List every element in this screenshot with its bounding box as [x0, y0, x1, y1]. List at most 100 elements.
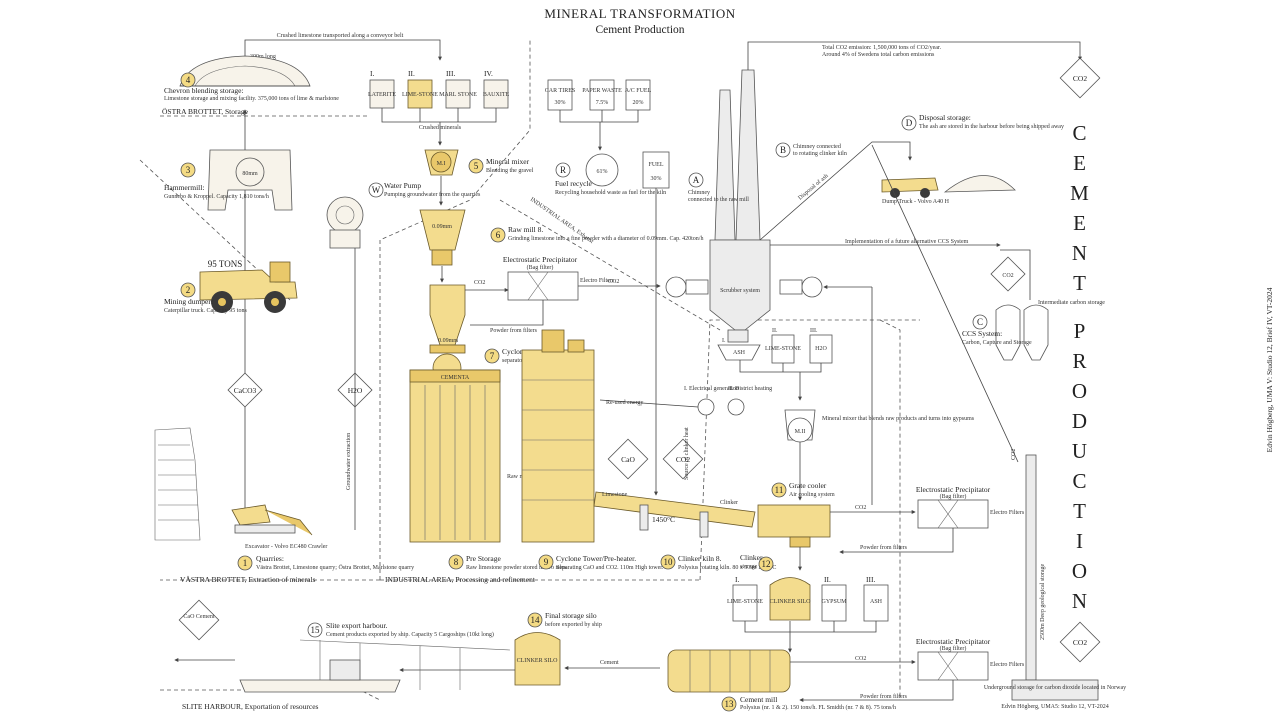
step-4-number: 4 [186, 75, 191, 85]
step-15-number: 15 [311, 625, 321, 635]
co2-diamond-ccs: CO2 [990, 256, 1026, 292]
step-12-number: 12 [762, 559, 771, 569]
letter-c-text: C [977, 317, 983, 327]
side-title-letter: R [1072, 349, 1087, 373]
step-8-badge [448, 554, 464, 570]
side-title-letter: M [1070, 181, 1090, 205]
excavator-label: Excavator - Volvo EC480 Crawler [245, 544, 327, 550]
step-10-desc: Polysius rotating kiln. 80 x 5.5m 1450°C [678, 564, 776, 571]
step-7-number: 7 [490, 351, 495, 361]
credit-vertical: Edvin Högberg, UMA V: Studio 12, Brief I… [1265, 287, 1274, 452]
step-8-desc: Raw limestone powder stored in two silos [466, 565, 567, 571]
disposal-storage [881, 175, 1016, 198]
ep1-co2-out: CO2 [608, 279, 619, 285]
area-vastra-label: VÄSTRA BROTTET, Extraction of minerals [180, 575, 316, 584]
electrostatic-precipitator-2 [839, 499, 989, 554]
cement-mill [564, 649, 916, 693]
side-title-letter: U [1072, 439, 1088, 463]
conveyor-belt: Crushed limestone transported along a co… [244, 33, 442, 61]
letter-r-text: R [560, 165, 566, 175]
mill-co2: CO2 [855, 656, 866, 662]
ep3-powder: Powder from filters [860, 693, 908, 700]
clinker-kiln [593, 491, 756, 538]
step-15-label: Slite export harbour. [326, 621, 388, 630]
dumper-label: Dump Truck - Volvo A40 H [882, 199, 950, 205]
side-title-letter: E [1073, 151, 1087, 175]
step-12-badge [758, 556, 774, 572]
svg-text:CO2: CO2 [676, 455, 690, 464]
district-label: II. District heating [728, 386, 772, 392]
ep1-sublabel: (Bag filter) [527, 264, 554, 271]
disposal-desc: The ash are stored in the harbour before… [919, 123, 1064, 130]
letter-a-text: A [693, 175, 700, 185]
ep2-powder: Powder from filters [860, 544, 908, 551]
mineral-mixer-icon: M.I [424, 149, 459, 176]
step-9-label: Cyclone Tower/Pre-heater. [556, 554, 636, 563]
svg-text:CO2: CO2 [1073, 74, 1087, 83]
kiln-temp: 1450°C [652, 515, 675, 524]
fuel-3-pct: 20% [633, 100, 644, 106]
letter-a-badge [688, 172, 704, 188]
cao-diamond: CaO [607, 438, 649, 480]
cbin-4-num: III. [866, 575, 875, 584]
step-3-number: 3 [186, 165, 191, 175]
hammermill: 80mm [207, 149, 293, 211]
cbin-3-name: GYPSUM [821, 599, 847, 605]
step-4-desc: Limestone storage and mixing facility. 3… [164, 95, 339, 102]
step-5-label: Mineral mixer [486, 157, 530, 166]
step-2-badge [180, 282, 196, 298]
step-7-badge [484, 348, 500, 364]
step-14-badge [527, 612, 543, 628]
fuel-2-pct: 7.5% [596, 100, 609, 106]
step-1-number: 1 [243, 558, 248, 568]
bin-4-name: BAUXITE [483, 92, 510, 98]
step-4-label: Chevron blending storage: [164, 86, 244, 95]
svg-text:CaO Cement: CaO Cement [183, 614, 214, 620]
svg-text:CLINKER SILO: CLINKER SILO [517, 658, 558, 664]
step-2-number: 2 [186, 285, 191, 295]
side-title-letter: N [1072, 241, 1088, 265]
clinker-storage [732, 577, 889, 633]
side-title-letter: E [1073, 211, 1087, 235]
kiln-clinker: Clinker [720, 500, 738, 506]
pipe-co2: CO2 [1011, 449, 1017, 460]
exhaust-fan-right [779, 276, 873, 505]
step-6-badge [490, 227, 506, 243]
step-9-badge [538, 554, 554, 570]
ep2-filters: Electro Filters [990, 510, 1025, 516]
page-title: MINERAL TRANSFORMATION [544, 6, 735, 21]
electrostatic-precipitator-3 [799, 651, 989, 702]
crushed-minerals-label: Crushed minerals [419, 125, 462, 131]
ep3-filters: Electro Filters [990, 662, 1025, 668]
fuel-recycle-label: Fuel recycle [555, 179, 593, 188]
cao-cement-diamond: CaO Cement [178, 599, 220, 641]
letter-w-text: W [372, 185, 381, 195]
chimney-a-desc: connected to the raw mill [688, 197, 749, 203]
letter-c-badge [972, 314, 988, 330]
side-title-letter: T [1073, 271, 1087, 295]
step-8-label: Pre Storage [466, 554, 501, 563]
ccs-tanks [995, 249, 1049, 361]
chimney-b-label: Chimney connected [793, 144, 841, 150]
step-7-label: Cyclone [502, 347, 528, 356]
fuel-1-pct: 30% [555, 100, 566, 106]
letter-d-badge [901, 115, 917, 131]
electrostatic-precipitator-1 [465, 271, 661, 326]
svg-text:CO2: CO2 [1073, 638, 1087, 647]
step-10-number: 10 [664, 557, 674, 567]
svg-text:0.09mm: 0.09mm [432, 224, 452, 230]
bin-2-num: II. [408, 69, 415, 78]
abin-3-num: III. [810, 328, 818, 334]
water-pump-label: Water Pump [384, 181, 421, 190]
step-2-desc: Caterpillar truck. Capacity 95 tons [164, 308, 247, 314]
ep1-powder: Powder from filters [490, 327, 538, 334]
ep1-label: Electrostatic Precipitator [503, 255, 578, 264]
step-7-desc: separator [502, 358, 524, 364]
svg-text:2500m Deep geological storage: 2500m Deep geological storage [1040, 564, 1046, 640]
step-5-number: 5 [474, 161, 479, 171]
intermediate-storage: Intermediate carbon storage [1038, 300, 1105, 306]
step-9-desc: Separating CaO and CO2. 110m High tower. [556, 565, 664, 571]
groundwater-label: Groundwater extraction [346, 433, 352, 490]
bin-3-num: III. [446, 69, 455, 78]
energy-recovery [599, 398, 745, 416]
